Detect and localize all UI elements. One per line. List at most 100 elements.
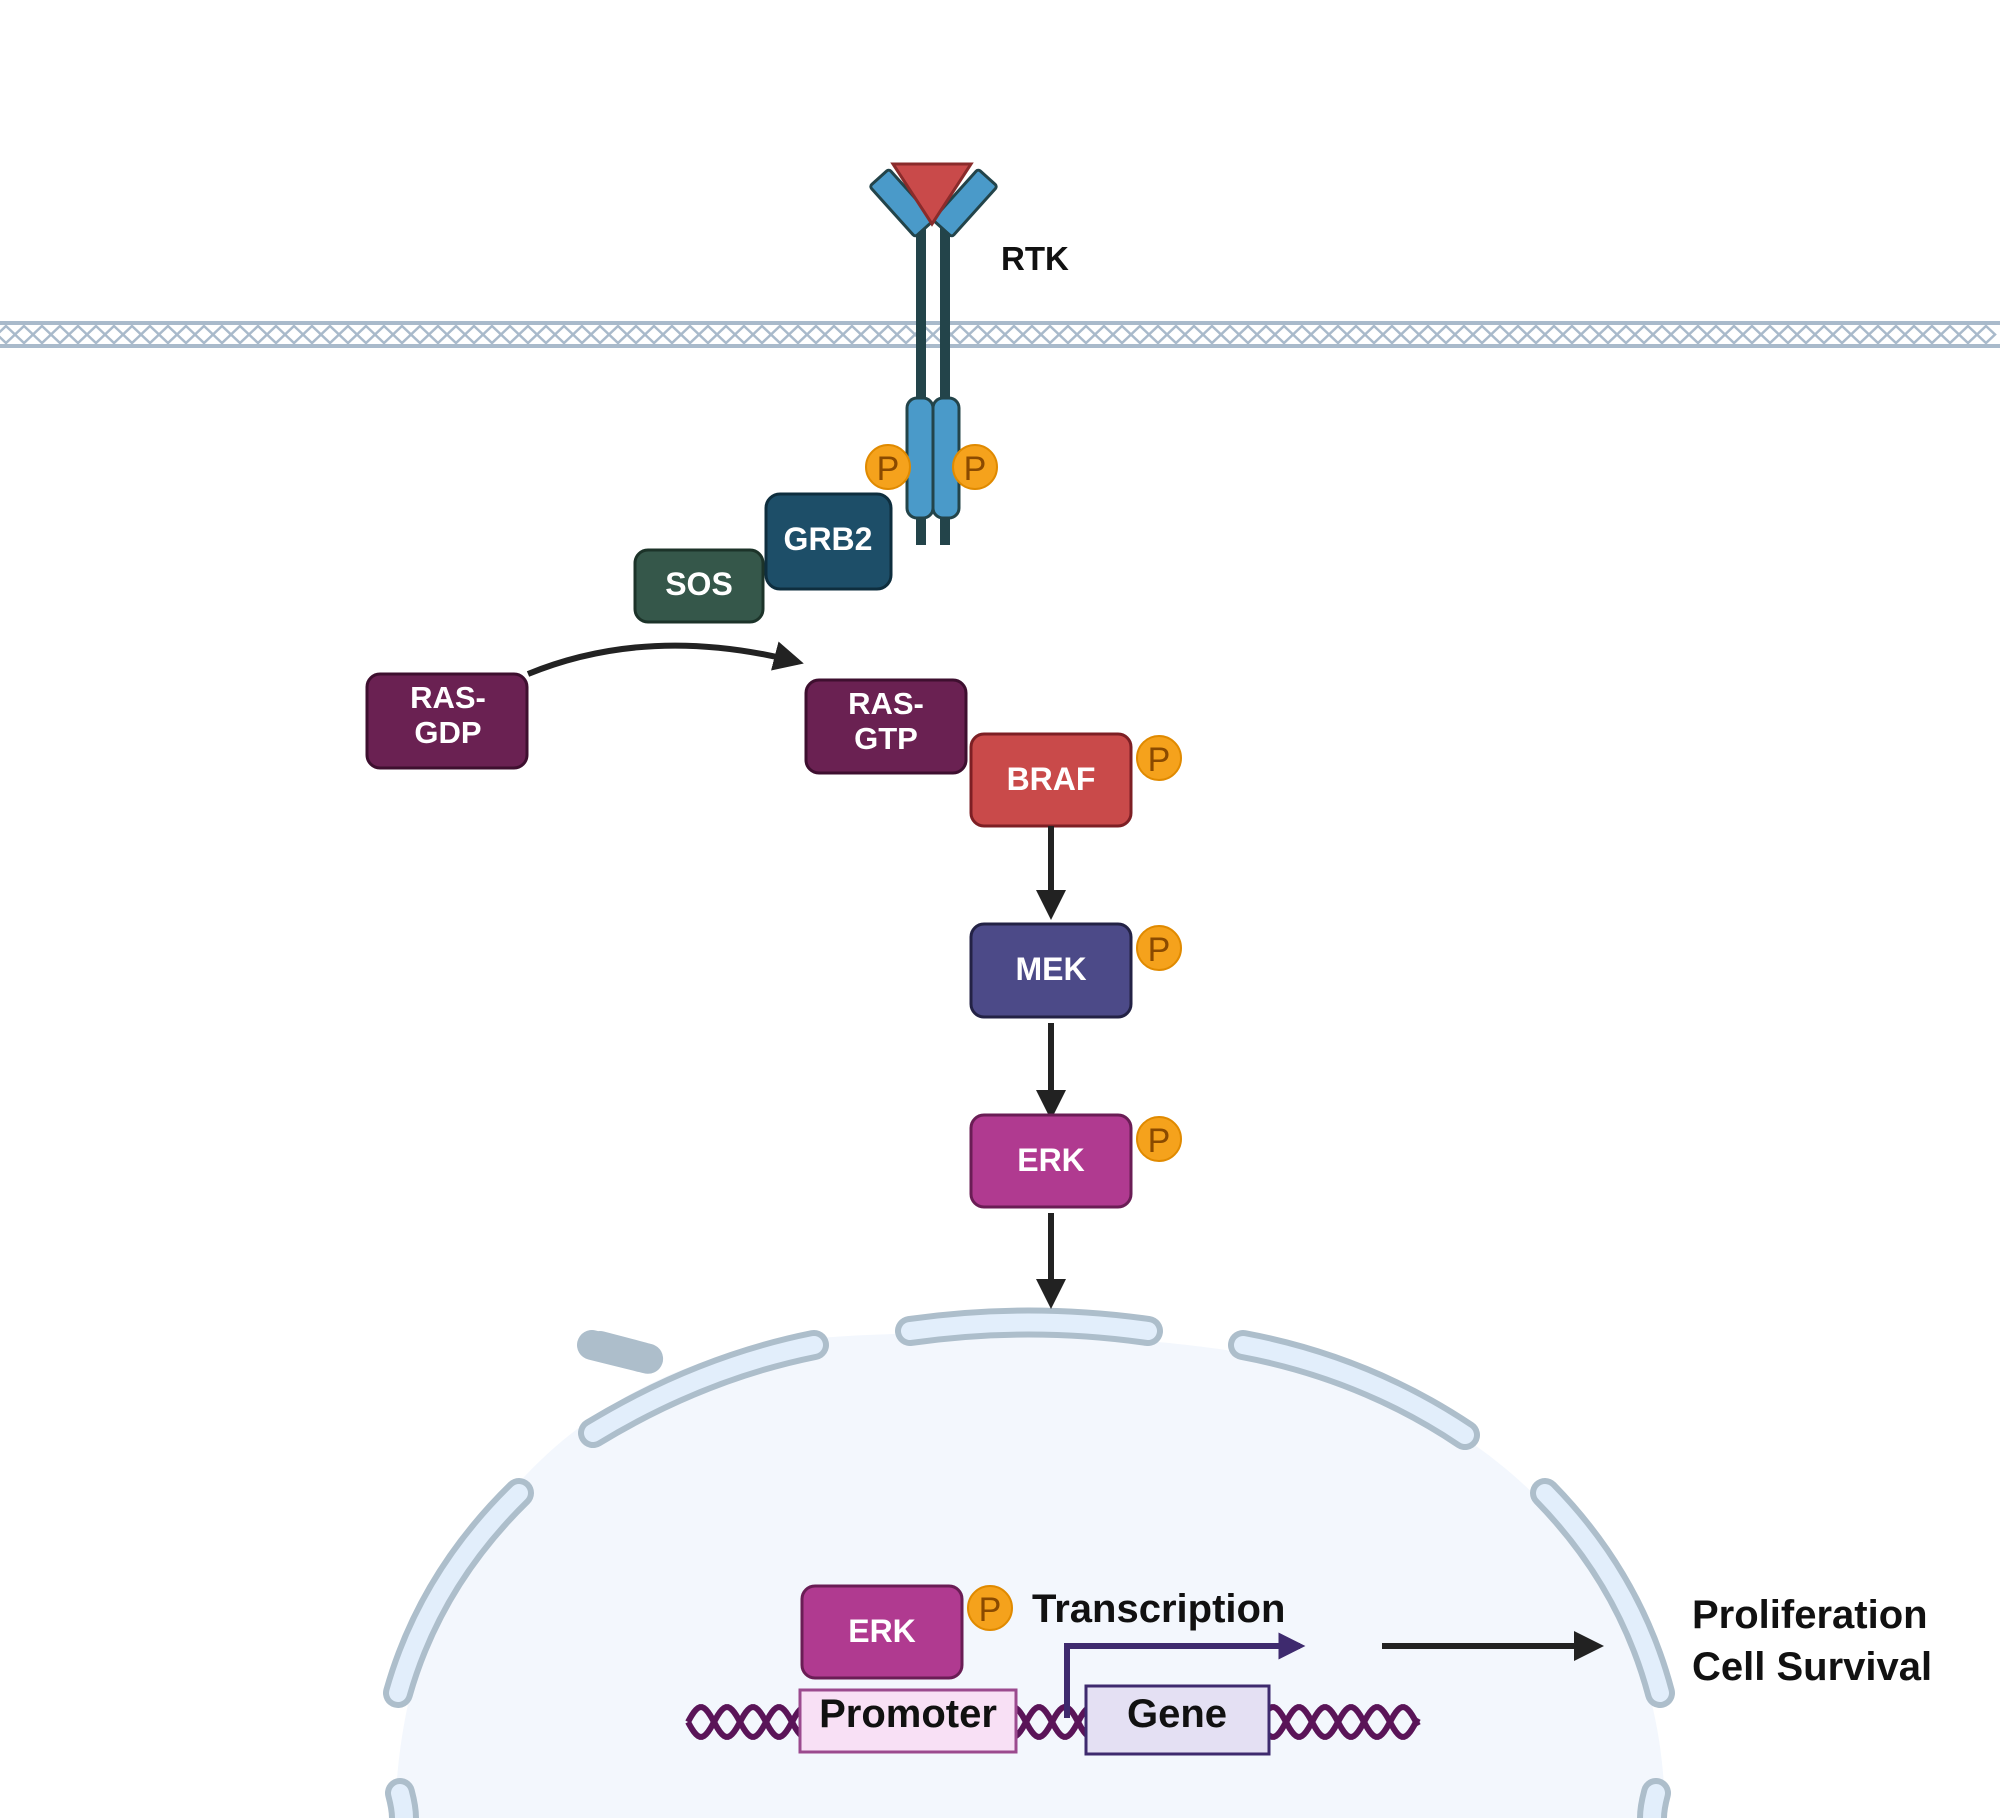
- ras-gtp-node: RAS- GTP: [804, 678, 968, 775]
- lipid-head: [1111, 324, 1133, 345]
- lipid-head: [121, 324, 143, 345]
- lipid-head: [1273, 324, 1295, 345]
- lipid-head: [463, 324, 485, 345]
- lipid-head: [1309, 324, 1331, 345]
- lipid-head: [607, 324, 629, 345]
- lipid-head: [967, 324, 989, 345]
- lipid-head: [769, 324, 791, 345]
- nucleus: [383, 1307, 1675, 1818]
- lipid-head: [319, 324, 341, 345]
- transcription-label: Transcription: [1032, 1587, 1285, 1631]
- lipid-head: [337, 324, 359, 345]
- promoter-box: Promoter: [798, 1688, 1018, 1754]
- lipid-head: [103, 324, 125, 345]
- lipid-head: [1165, 324, 1187, 345]
- lipid-head: [499, 324, 521, 345]
- lipid-head: [1633, 324, 1655, 345]
- lipid-head: [31, 324, 53, 345]
- lipid-head: [1435, 324, 1457, 345]
- lipid-head: [67, 324, 89, 345]
- lipid-head: [1417, 324, 1439, 345]
- lipid-head: [841, 324, 863, 345]
- receptor-right-arm: [932, 168, 998, 238]
- lipid-head: [1903, 324, 1925, 345]
- lipid-head: [1813, 324, 1835, 345]
- membrane-lipid-heads: [0, 324, 1997, 345]
- erk-node: ERK: [969, 1113, 1133, 1209]
- phospho-label: P: [877, 450, 900, 488]
- mek-label: MEK: [1015, 951, 1086, 987]
- phospho-label: P: [1148, 741, 1171, 779]
- braf-node: BRAF: [969, 732, 1133, 828]
- lipid-head: [1921, 324, 1943, 345]
- lipid-head: [1147, 324, 1169, 345]
- lipid-head: [175, 324, 197, 345]
- lipid-head: [1777, 324, 1799, 345]
- lipid-head: [1255, 324, 1277, 345]
- lipid-head: [1327, 324, 1349, 345]
- outcome-line2: Cell Survival: [1692, 1645, 1932, 1689]
- transcription-start-arrow: [1064, 1632, 1306, 1718]
- lipid-head: [1885, 324, 1907, 345]
- lipid-head: [805, 324, 827, 345]
- lipid-head: [535, 324, 557, 345]
- lipid-head: [625, 324, 647, 345]
- promoter-label: Promoter: [819, 1692, 997, 1736]
- gene-box: Gene: [1084, 1684, 1271, 1756]
- lipid-head: [445, 324, 467, 345]
- lipid-head: [1597, 324, 1619, 345]
- receptor-kinase-left: [905, 396, 935, 520]
- lipid-head: [211, 324, 233, 345]
- lipid-head: [1957, 324, 1979, 345]
- lipid-head: [1237, 324, 1259, 345]
- lipid-head: [481, 324, 503, 345]
- ras-gdp-node: RAS- GDP: [365, 672, 529, 770]
- lipid-head: [895, 324, 917, 345]
- braf-label: BRAF: [1007, 761, 1096, 797]
- lipid-head: [13, 324, 35, 345]
- phospho-label: P: [1148, 931, 1171, 969]
- lipid-head: [193, 324, 215, 345]
- lipid-head: [1471, 324, 1493, 345]
- ras-gdp-label-line1: RAS-: [410, 680, 486, 715]
- lipid-head: [1039, 324, 1061, 345]
- lipid-head: [283, 324, 305, 345]
- lipid-head: [1741, 324, 1763, 345]
- lipid-head: [49, 324, 71, 345]
- nuclear-erk-node: ERK: [800, 1584, 964, 1680]
- erk-label: ERK: [1017, 1142, 1085, 1178]
- lipid-head: [1129, 324, 1151, 345]
- lipid-head: [733, 324, 755, 345]
- lipid-head: [571, 324, 593, 345]
- phospho-label: P: [1148, 1122, 1171, 1160]
- nuclear-envelope: [383, 1307, 1675, 1818]
- phospho-label: P: [964, 450, 987, 488]
- nucleus-interior: [395, 1333, 1665, 1818]
- lipid-head: [1021, 324, 1043, 345]
- lipid-head: [1867, 324, 1889, 345]
- lipid-head: [1345, 324, 1367, 345]
- lipid-head: [1093, 324, 1115, 345]
- ras-gtp-label-line1: RAS-: [848, 686, 924, 721]
- lipid-head: [1525, 324, 1547, 345]
- lipid-head: [1849, 324, 1871, 345]
- phospho-group-mek: P: [1136, 925, 1182, 971]
- lipid-head: [1651, 324, 1673, 345]
- phospho-group-receptor-left: P: [865, 444, 911, 490]
- lipid-head: [301, 324, 323, 345]
- lipid-head: [1453, 324, 1475, 345]
- lipid-head: [517, 324, 539, 345]
- phospho-label: P: [979, 1591, 1002, 1629]
- outcome-line1: Proliferation: [1692, 1593, 1928, 1637]
- lipid-head: [355, 324, 377, 345]
- lipid-head: [1057, 324, 1079, 345]
- lipid-head: [1975, 324, 1997, 345]
- lipid-head: [661, 324, 683, 345]
- ras-gdp-label-line2: GDP: [414, 715, 481, 750]
- lipid-head: [229, 324, 251, 345]
- lipid-head: [1507, 324, 1529, 345]
- rtk-label: RTK: [1001, 240, 1069, 277]
- sos-node: SOS: [633, 548, 765, 624]
- lipid-head: [427, 324, 449, 345]
- lipid-head: [1399, 324, 1421, 345]
